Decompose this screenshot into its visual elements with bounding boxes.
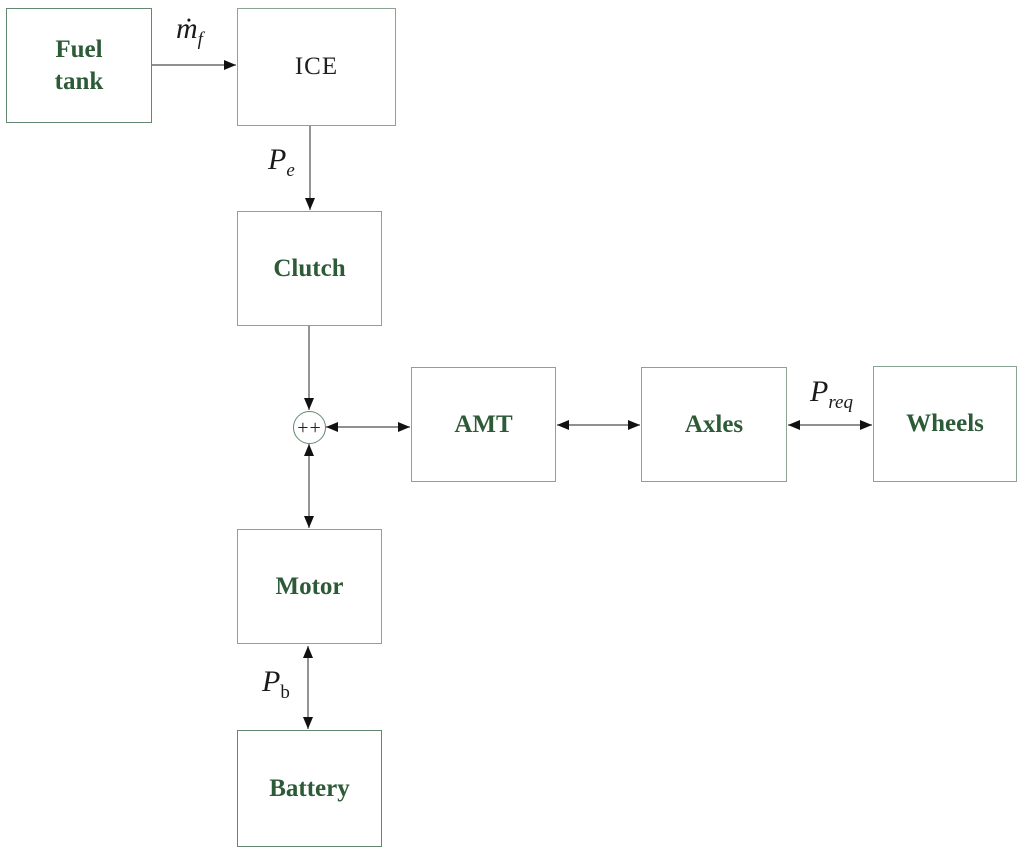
request-power-symbol: P xyxy=(810,375,829,408)
block-motor-label: Motor xyxy=(275,571,343,602)
block-axles-label: Axles xyxy=(685,409,743,440)
fuel-tank-line1: Fuel xyxy=(55,36,103,64)
block-fuel-tank-label: Fuel tank xyxy=(55,34,104,97)
battery-text: Battery xyxy=(269,774,350,802)
signal-label-battery-power: Pb xyxy=(262,665,290,702)
signal-label-fuel-rate: ṁf xyxy=(176,12,203,49)
block-axles: Axles xyxy=(641,367,787,482)
summing-junction: ++ xyxy=(293,411,326,444)
fuel-tank-line2: tank xyxy=(54,67,104,95)
block-ice: ICE xyxy=(237,8,396,126)
clutch-text: Clutch xyxy=(273,254,346,282)
fuel-rate-subscript: f xyxy=(197,29,203,50)
block-battery-label: Battery xyxy=(269,773,350,804)
block-wheels: Wheels xyxy=(873,366,1017,482)
block-amt-label: AMT xyxy=(454,409,512,440)
request-power-subscript: req xyxy=(828,392,853,413)
block-clutch-label: Clutch xyxy=(273,253,345,284)
block-fuel-tank: Fuel tank xyxy=(6,8,152,123)
wheels-text: Wheels xyxy=(906,410,984,438)
engine-power-symbol: P xyxy=(268,143,287,176)
signal-label-engine-power: Pe xyxy=(268,143,295,180)
fuel-rate-symbol: ṁ xyxy=(176,12,198,45)
block-battery: Battery xyxy=(237,730,382,847)
block-motor: Motor xyxy=(237,529,382,644)
engine-power-subscript: e xyxy=(286,160,295,181)
battery-power-symbol: P xyxy=(262,665,281,698)
block-ice-label: ICE xyxy=(295,51,338,82)
block-clutch: Clutch xyxy=(237,211,382,326)
amt-text: AMT xyxy=(454,410,513,438)
battery-power-subscript: b xyxy=(280,682,290,703)
block-wheels-label: Wheels xyxy=(906,408,984,439)
ice-text: ICE xyxy=(294,53,339,81)
motor-text: Motor xyxy=(275,572,344,600)
signal-label-request-power: Preq xyxy=(810,375,853,412)
summing-junction-symbol: ++ xyxy=(297,416,322,439)
axles-text: Axles xyxy=(684,410,744,438)
block-amt: AMT xyxy=(411,367,556,482)
